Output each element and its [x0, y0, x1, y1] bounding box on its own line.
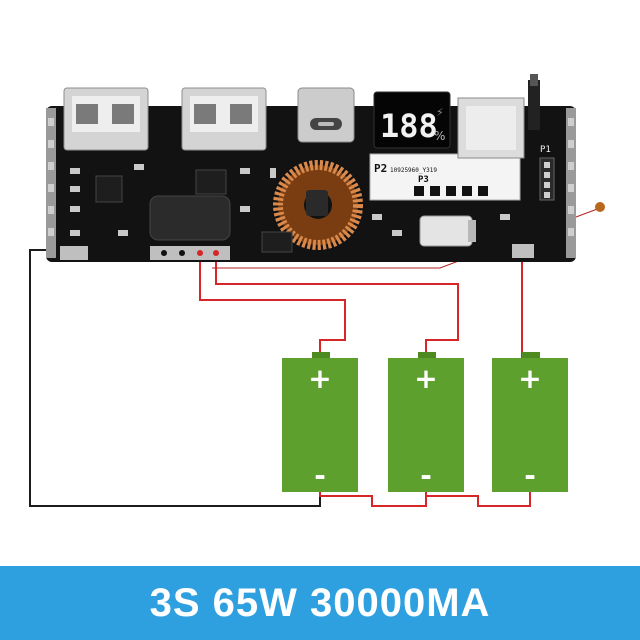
pcb-board: 188 % ⚡ P2 10925960_Y319 P3 P1 — [46, 74, 576, 262]
spec-banner-text: 3S 65W 30000MA — [149, 580, 491, 625]
usb-a-port-1 — [63, 87, 149, 151]
chip — [95, 175, 123, 203]
p1-header — [539, 157, 555, 201]
battery-plus-label: + — [308, 362, 331, 395]
thermistor — [595, 202, 605, 212]
spec-banner: 3S 65W 30000MA — [0, 566, 640, 640]
usb-c-port — [297, 87, 355, 143]
battery-plus-label: + — [518, 362, 541, 395]
led-display: 188 % ⚡ — [373, 91, 451, 149]
capacitor — [419, 215, 476, 247]
display-digits: 188 — [380, 107, 438, 145]
power-inductor — [149, 195, 231, 241]
red-wire-2 — [215, 256, 459, 358]
red-wire-4 — [425, 478, 531, 507]
battery-2: + - — [388, 352, 464, 492]
bolt-icon: ⚡ — [436, 106, 444, 119]
battery-pads — [60, 244, 534, 260]
chip — [195, 169, 227, 195]
switch-connector — [457, 74, 540, 159]
p2-p3-board: P2 10925960_Y319 P3 — [369, 153, 521, 201]
label-p2: P2 — [374, 162, 387, 175]
battery-plus-label: + — [414, 362, 437, 395]
battery-minus-label: - — [524, 459, 536, 492]
display-unit: % — [434, 129, 445, 143]
battery-minus-label: - — [314, 459, 326, 492]
battery-minus-label: - — [420, 459, 432, 492]
label-p3: P3 — [418, 175, 429, 185]
black-wire — [29, 249, 321, 507]
label-p1: P1 — [540, 145, 551, 155]
wiring — [29, 207, 601, 507]
battery-1: + - — [282, 352, 358, 492]
red-wire-1 — [199, 256, 346, 358]
red-wire-3 — [319, 478, 427, 507]
toroid-inductor — [273, 160, 363, 250]
usb-a-port-2 — [181, 87, 267, 151]
chip — [261, 231, 293, 253]
label-code: 10925960_Y319 — [390, 167, 437, 174]
battery-3: + - — [492, 352, 568, 492]
